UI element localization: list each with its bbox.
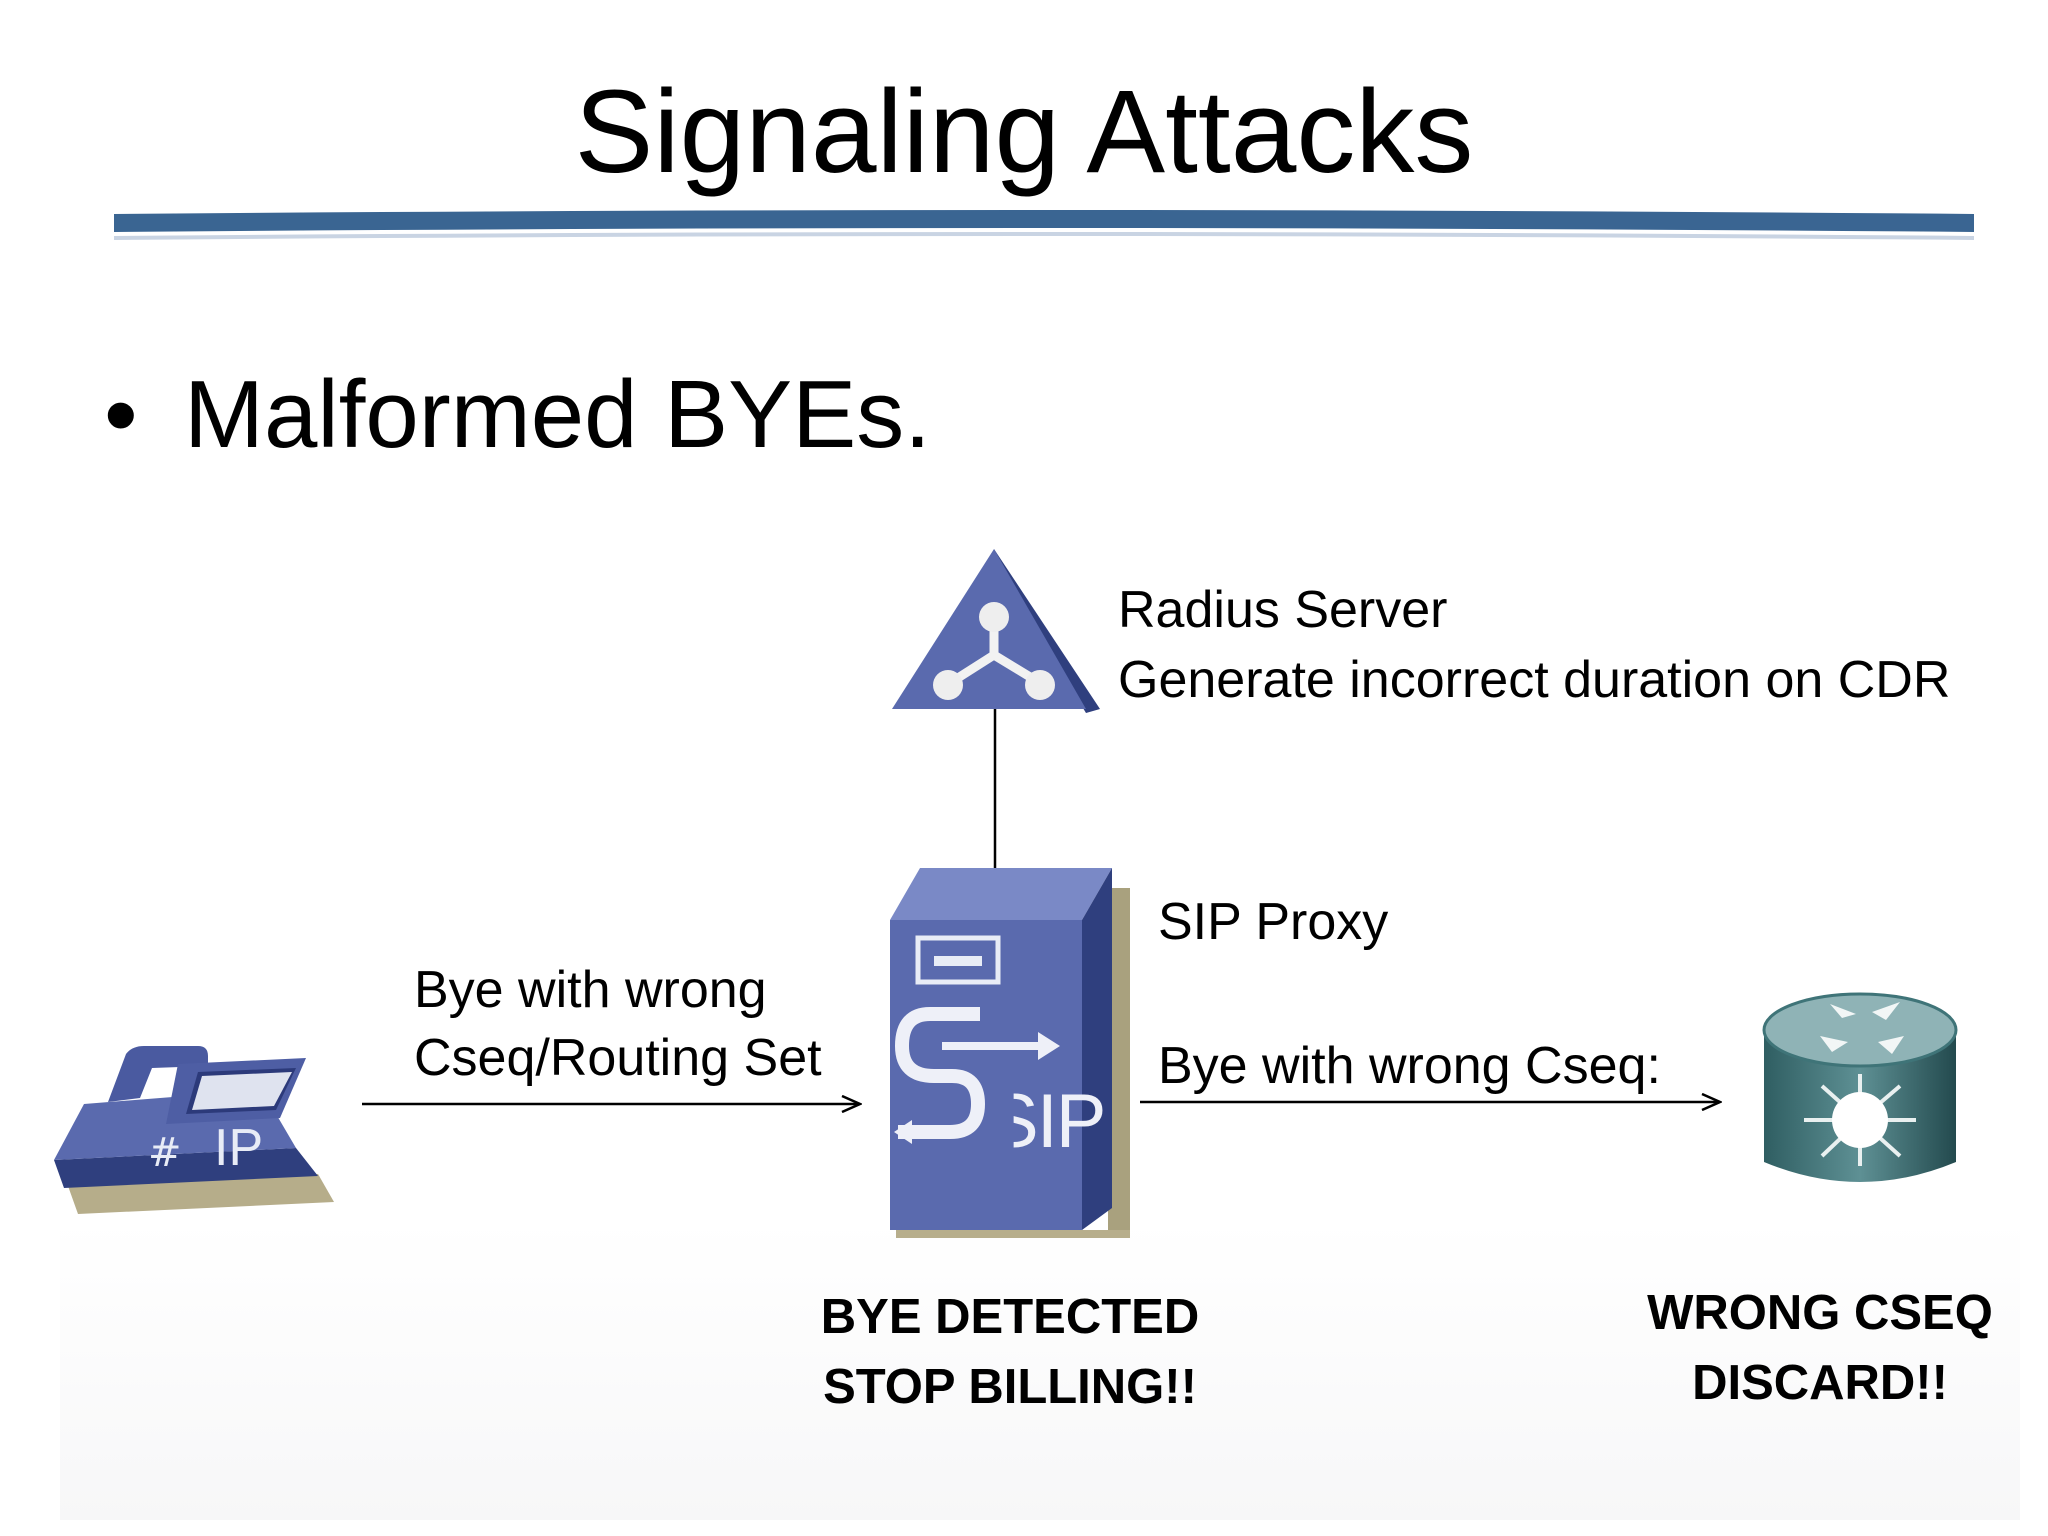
- radius-server-label: Radius Server: [1118, 581, 1448, 639]
- sip-proxy-badge: SIP: [988, 1079, 1105, 1164]
- bullet-item: • Malformed BYEs.: [104, 360, 931, 470]
- phone-message-line1: Bye with wrong: [414, 961, 767, 1019]
- bullet-dot: •: [104, 361, 138, 468]
- proxy-message-label: Bye with wrong Cseq:: [1158, 1037, 1661, 1095]
- sip-proxy-label: SIP Proxy: [1158, 893, 1389, 951]
- endpoint-status-line1: WRONG CSEQ: [1647, 1286, 1993, 1340]
- ip-phone-icon: # IP: [48, 1046, 338, 1218]
- bullet-text: Malformed BYEs.: [184, 361, 931, 468]
- diagram-background: [60, 1220, 2020, 1520]
- router-icon: [1762, 992, 1958, 1182]
- radius-server-icon: [892, 549, 1100, 713]
- radius-server-note: Generate incorrect duration on CDR: [1118, 651, 1951, 709]
- svg-text:#: #: [148, 1130, 182, 1176]
- slide-title: Signaling Attacks: [574, 66, 1474, 198]
- server-tower-shape: [890, 868, 1130, 1238]
- phone-body-shape: #: [54, 1046, 334, 1214]
- proxy-status-line2: STOP BILLING!!: [823, 1360, 1197, 1414]
- title-underline: [114, 210, 1974, 240]
- phone-message-line2: Cseq/Routing Set: [414, 1029, 822, 1087]
- proxy-status-line1: BYE DETECTED: [820, 1290, 1200, 1344]
- sip-proxy-icon: SIP: [890, 868, 1130, 1238]
- endpoint-status-line2: DISCARD!!: [1692, 1356, 1948, 1410]
- ip-phone-badge: IP: [214, 1119, 264, 1177]
